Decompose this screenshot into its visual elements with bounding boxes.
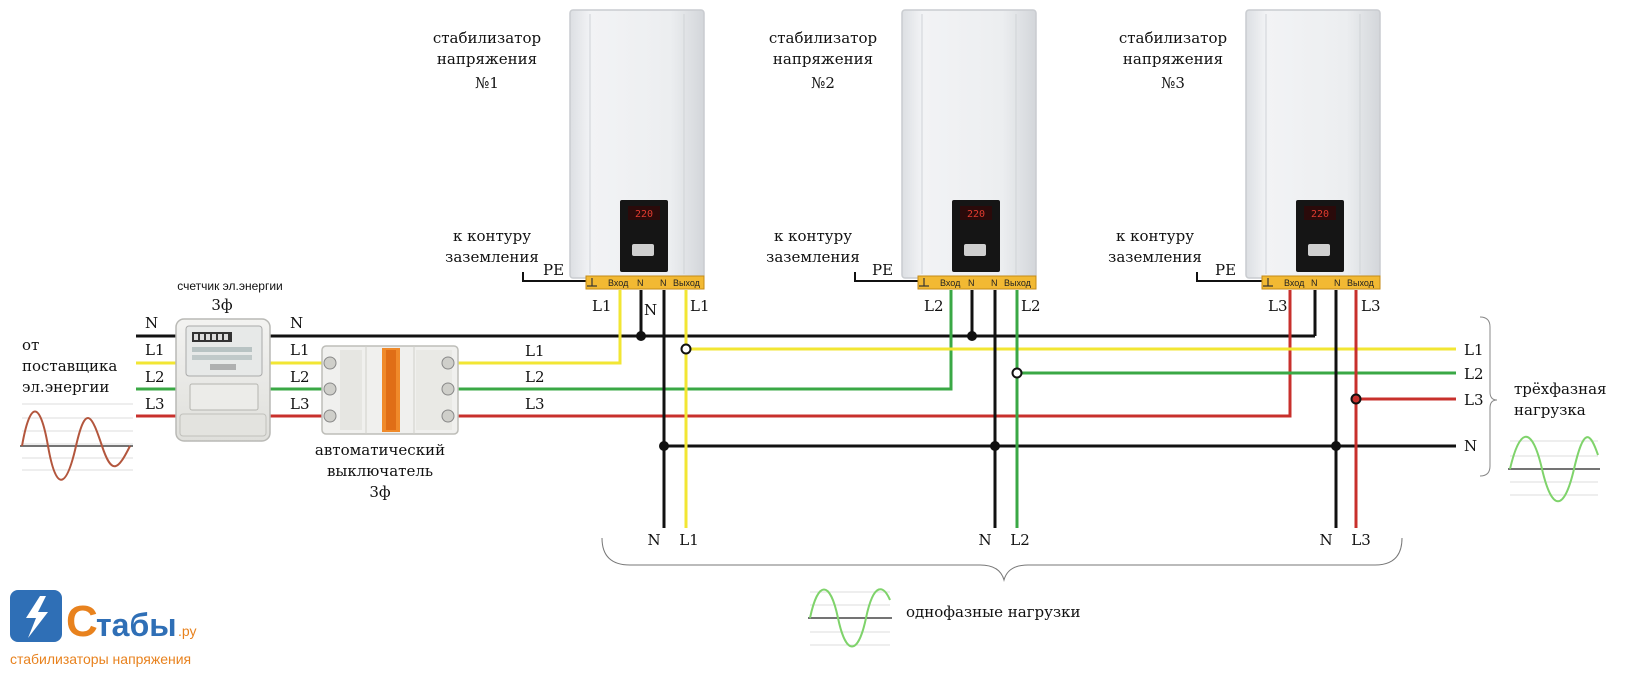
single-phase-label: однофазные нагрузки xyxy=(906,603,1081,621)
single-phase-brace xyxy=(601,537,1403,582)
svg-text:220: 220 xyxy=(1311,209,1329,220)
stab3-title-1: стабилизатор xyxy=(1119,29,1227,47)
stab2-in-phase: L2 xyxy=(924,297,944,315)
stab2-terminal-n-out: N xyxy=(991,278,998,288)
stab1-n-label: N xyxy=(644,301,657,319)
stab2-terminal-n-in: N xyxy=(968,278,975,288)
stab2-terminal-in: Вход xyxy=(940,278,961,288)
logo-brand-rest: табы xyxy=(96,607,177,643)
stab1-ground-1: к контуру xyxy=(453,227,531,245)
ground-icon xyxy=(587,278,1273,287)
single-phase-sine-chart xyxy=(808,588,892,648)
stab3-ground-1: к контуру xyxy=(1116,227,1194,245)
logo-brand-letter: С xyxy=(66,597,98,646)
stab2-ground-1: к контуру xyxy=(774,227,852,245)
meter-label-top: счетчик эл.энергии xyxy=(177,279,283,293)
stab3-number: №3 xyxy=(1161,74,1185,92)
stab1-load-l: L1 xyxy=(679,531,699,549)
stab2-ground-2: заземления xyxy=(766,248,860,266)
source-label-line-3: эл.энергии xyxy=(22,378,109,396)
three-phase-label-1: трёхфазная xyxy=(1514,380,1607,398)
stab1-terminal-out: Выход xyxy=(673,278,701,288)
circuit-breaker xyxy=(321,345,459,435)
incoming-label-l1: L1 xyxy=(145,341,165,359)
stab2-terminal-out: Выход xyxy=(1004,278,1032,288)
meter-out-label-l3: L3 xyxy=(290,395,310,413)
meter-out-label-n: N xyxy=(290,314,303,332)
stabilizer-wires xyxy=(522,272,1358,528)
out-label-l1: L1 xyxy=(1464,341,1484,359)
incoming-label-l3: L3 xyxy=(145,395,165,413)
stab2-out-phase: L2 xyxy=(1021,297,1041,315)
stabilizer-3: 220 xyxy=(1245,9,1381,290)
stab1-in-phase: L1 xyxy=(592,297,612,315)
three-phase-label-2: нагрузка xyxy=(1514,401,1586,419)
stab1-number: №1 xyxy=(475,74,499,92)
incoming-lines xyxy=(136,334,176,418)
stab3-terminal-in: Вход xyxy=(1284,278,1305,288)
incoming-label-n: N xyxy=(145,314,158,332)
bus-label-l2: L2 xyxy=(525,368,545,386)
meter-out-label-l2: L2 xyxy=(290,368,310,386)
stab3-out-phase: L3 xyxy=(1361,297,1381,315)
stab3-load-n: N xyxy=(1319,531,1332,549)
logo-tagline: стабилизаторы напряжения xyxy=(10,651,191,667)
stab2-load-l: L2 xyxy=(1010,531,1030,549)
stab2-number: №2 xyxy=(811,74,835,92)
stab3-terminal-out: Выход xyxy=(1347,278,1375,288)
breaker-label-line-1: автоматический xyxy=(315,441,445,459)
logo-domain: .ру xyxy=(178,623,197,639)
stab1-pe: PE xyxy=(543,261,564,279)
energy-meter xyxy=(175,318,271,442)
out-label-l2: L2 xyxy=(1464,365,1484,383)
stab2-pe: PE xyxy=(872,261,893,279)
three-phase-bracket xyxy=(1479,316,1498,477)
out-label-l3: L3 xyxy=(1464,391,1484,409)
stab2-title-1: стабилизатор xyxy=(769,29,877,47)
stab1-title-2: напряжения xyxy=(437,50,537,68)
source-sine-chart xyxy=(20,403,133,481)
stabilizer-1: 220 xyxy=(569,9,705,290)
stab2-title-2: напряжения xyxy=(773,50,873,68)
stab3-title-2: напряжения xyxy=(1123,50,1223,68)
stab3-ground-2: заземления xyxy=(1108,248,1202,266)
stab1-title-1: стабилизатор xyxy=(433,29,541,47)
stab1-ground-2: заземления xyxy=(445,248,539,266)
junction-dots xyxy=(636,331,1362,451)
stab3-in-phase: L3 xyxy=(1268,297,1288,315)
svg-text:220: 220 xyxy=(635,209,653,220)
stab1-terminal-in: Вход xyxy=(608,278,629,288)
three-phase-sine-chart xyxy=(1508,436,1600,502)
stab1-load-n: N xyxy=(647,531,660,549)
source-label-line-1: от xyxy=(22,336,39,354)
stab3-terminal-n-in: N xyxy=(1311,278,1318,288)
stabi-logo xyxy=(10,590,62,642)
breaker-label-line-3: 3ф xyxy=(369,483,391,501)
main-buses xyxy=(270,290,1456,448)
stab1-out-phase: L1 xyxy=(690,297,710,315)
meter-label-phase: 3ф xyxy=(211,296,233,314)
svg-text:220: 220 xyxy=(967,209,985,220)
meter-out-label-l1: L1 xyxy=(290,341,310,359)
bus-label-l1: L1 xyxy=(525,342,545,360)
stab1-terminal-n-in: N xyxy=(637,278,644,288)
stabilizer-2: 220 xyxy=(901,9,1037,290)
breaker-label-line-2: выключатель xyxy=(327,462,433,480)
out-label-n: N xyxy=(1464,437,1477,455)
stab2-load-n: N xyxy=(978,531,991,549)
stab3-pe: PE xyxy=(1215,261,1236,279)
stab3-terminal-n-out: N xyxy=(1334,278,1341,288)
stab1-terminal-n-out: N xyxy=(660,278,667,288)
stab3-load-l: L3 xyxy=(1351,531,1371,549)
bus-label-l3: L3 xyxy=(525,395,545,413)
incoming-label-l2: L2 xyxy=(145,368,165,386)
source-label-line-2: поставщика xyxy=(22,357,117,375)
